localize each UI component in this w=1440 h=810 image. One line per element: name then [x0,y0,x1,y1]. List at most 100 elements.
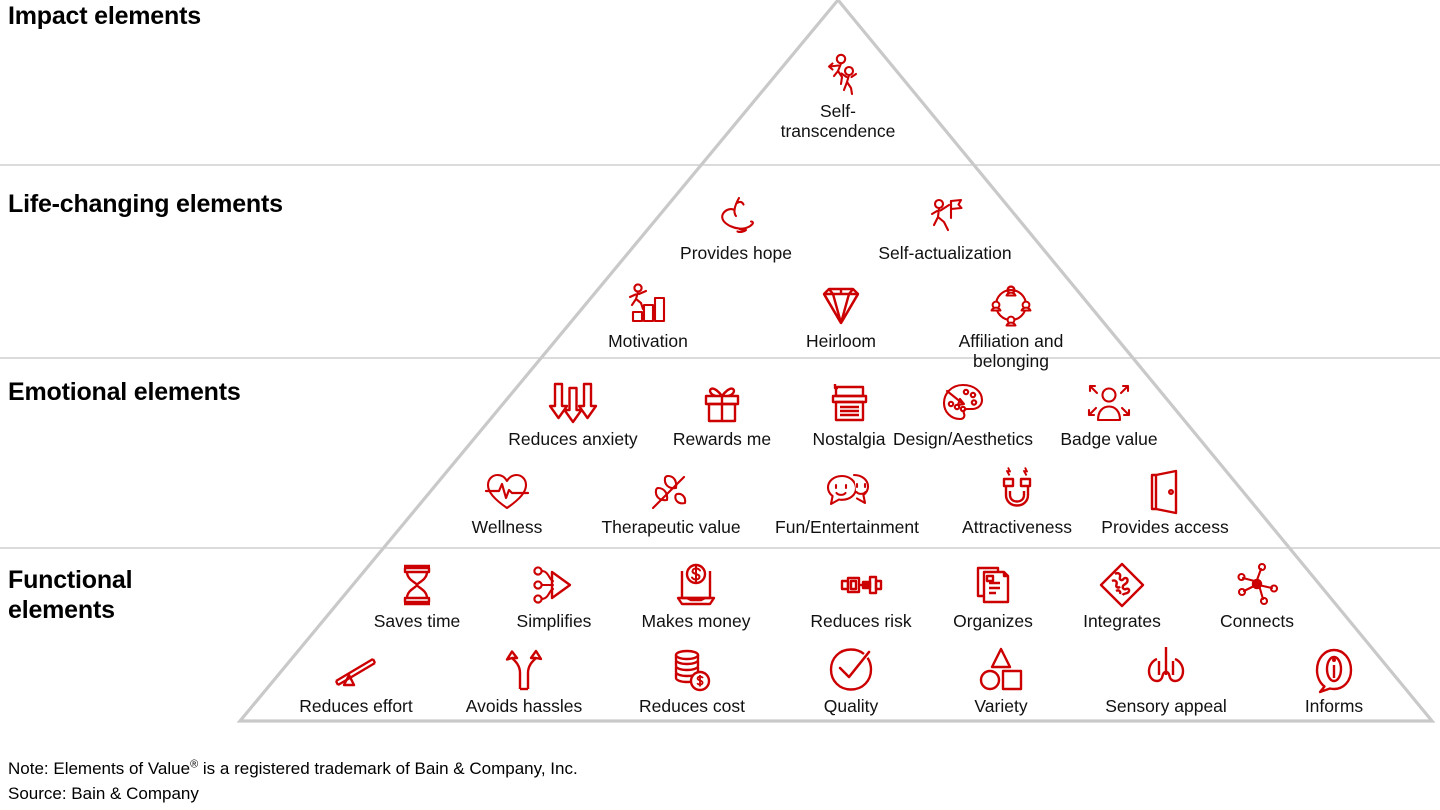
section-heading-impact: Impact elements [8,2,201,30]
value-element-label: Simplifies [516,611,592,631]
registered-trademark-symbol: ® [190,758,199,771]
value-element-label: Therapeutic value [601,517,741,537]
smiley-speech-bubbles-icon [820,466,874,516]
value-element-label: Reduces anxiety [508,429,638,449]
value-element-badge-value[interactable]: Badge value [1019,378,1199,450]
leaf-branch-icon [644,466,698,516]
value-element-provides-access[interactable]: Provides access [1075,466,1255,538]
value-element-wellness[interactable]: Wellness [417,466,597,538]
value-element-label: Informs [1304,696,1364,716]
value-element-label: Affiliation and belonging [958,331,1064,371]
value-element-self-actualization[interactable]: Self-actualization [855,192,1035,264]
value-element-label: Design/Aesthetics [892,429,1034,449]
value-element-label: Rewards me [672,429,772,449]
gift-box-icon [695,378,749,428]
value-element-label: Provides hope [680,243,792,263]
value-element-heirloom[interactable]: Heirloom [751,280,931,352]
open-door-icon [1138,466,1192,516]
value-element-label: Saves time [373,611,461,631]
value-element-reduces-effort[interactable]: Reduces effort [266,645,446,717]
value-element-saves-time[interactable]: Saves time [327,560,507,632]
value-element-label: Wellness [471,517,543,537]
section-heading-functional: Functional elements [8,566,133,624]
lever-seesaw-icon [329,645,383,695]
value-element-label: Sensory appeal [1105,696,1227,716]
value-element-label: Attractiveness [962,517,1072,537]
section-heading-emotional: Emotional elements [8,378,241,406]
value-element-label: Variety [974,696,1028,716]
value-element-rewards-me[interactable]: Rewards me [632,378,812,450]
value-element-label: Reduces cost [638,696,746,716]
footer-note-line: Note: Elements of Value® is a registered… [8,757,578,782]
value-element-label: Motivation [608,331,688,351]
shapes-icon [974,645,1028,695]
value-element-makes-money[interactable]: Makes money [606,560,786,632]
typewriter-icon [822,378,876,428]
paint-palette-icon [936,378,990,428]
footer-notes: Note: Elements of Value® is a registered… [8,757,578,806]
value-element-variety[interactable]: Variety [911,645,1091,717]
info-circle-icon [1307,645,1361,695]
footer-note-text: Note: Elements of Value [8,759,191,778]
value-element-label: Organizes [953,611,1033,631]
value-element-therapeutic-value[interactable]: Therapeutic value [581,466,761,538]
value-element-label: Fun/Entertainment [775,517,919,537]
pyramid-triangle [236,0,1436,723]
value-element-simplifies[interactable]: Simplifies [464,560,644,632]
fork-road-arrows-icon [497,645,551,695]
coin-stack-dollar-icon [665,645,719,695]
check-circle-icon [824,645,878,695]
value-element-label: Connects [1220,611,1294,631]
value-element-label: Reduces risk [810,611,912,631]
footer-source-line: Source: Bain & Company [8,783,199,803]
laptop-dollar-icon [669,560,723,610]
documents-icon [966,560,1020,610]
value-element-label: Makes money [641,611,751,631]
value-element-label: Provides access [1101,517,1229,537]
value-element-connects[interactable]: Connects [1167,560,1347,632]
value-element-integrates[interactable]: Integrates [1032,560,1212,632]
value-element-label: Badge value [1060,429,1158,449]
value-element-self-transcendence[interactable]: Self- transcendence [748,50,928,141]
value-element-nostalgia[interactable]: Nostalgia [759,378,939,450]
person-climbing-bars-icon [621,280,675,330]
value-element-avoids-hassles[interactable]: Avoids hassles [434,645,614,717]
section-heading-life-changing: Life-changing elements [8,190,283,218]
value-element-reduces-cost[interactable]: Reduces cost [602,645,782,717]
value-element-informs[interactable]: Informs [1244,645,1424,717]
node-network-icon [1230,560,1284,610]
value-element-motivation[interactable]: Motivation [558,280,738,352]
heart-pulse-icon [480,466,534,516]
shock-absorber-icon [834,560,888,610]
value-element-reduces-anxiety[interactable]: Reduces anxiety [483,378,663,450]
value-element-provides-hope[interactable]: Provides hope [646,192,826,264]
value-element-label: Nostalgia [812,429,886,449]
value-element-reduces-risk[interactable]: Reduces risk [771,560,951,632]
value-element-label: Avoids hassles [465,696,583,716]
puzzle-diamond-icon [1095,560,1149,610]
magnet-icon [990,466,1044,516]
nose-smell-icon [1139,645,1193,695]
dove-icon [709,192,763,242]
network-circle-icon [984,280,1038,330]
three-down-arrows-icon [546,378,600,428]
value-element-affiliation-and-belonging[interactable]: Affiliation and belonging [921,280,1101,371]
value-element-fun-entertainment[interactable]: Fun/Entertainment [757,466,937,538]
value-element-label: Integrates [1083,611,1161,631]
value-element-label: Heirloom [805,331,877,351]
footer-note-rest: is a registered trademark of Bain & Comp… [198,759,578,778]
value-element-design-aesthetics[interactable]: Design/Aesthetics [873,378,1053,450]
converging-arrow-icon [527,560,581,610]
diamond-icon [814,280,868,330]
value-element-organizes[interactable]: Organizes [903,560,1083,632]
person-with-arrows-icon [1082,378,1136,428]
hourglass-icon [390,560,444,610]
value-element-attractiveness[interactable]: Attractiveness [927,466,1107,538]
value-element-label: Reduces effort [299,696,413,716]
person-with-flag-icon [918,192,972,242]
value-element-label: Quality [823,696,879,716]
value-element-sensory-appeal[interactable]: Sensory appeal [1076,645,1256,717]
value-element-quality[interactable]: Quality [761,645,941,717]
